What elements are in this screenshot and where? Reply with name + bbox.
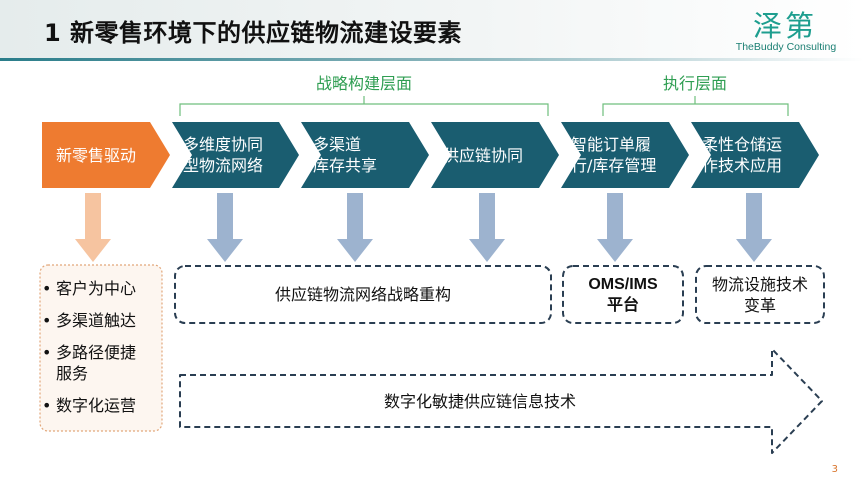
chevron-label-supply-chain: 供应链协同 (443, 145, 524, 165)
execution-layer-label: 执行层面 (662, 74, 727, 93)
driver-item: 数字化运营 (40, 395, 162, 416)
drivers-list: 客户为中心 多渠道触达 多路径便捷 服务 数字化运营 (40, 266, 162, 427)
facility-box-label: 物流设施技术 变革 (711, 274, 808, 315)
digital-arrow-border (179, 348, 823, 454)
chevron-inventory (301, 122, 429, 188)
chevron-label-network: 多维度协同 型物流网络 (183, 135, 264, 175)
strategy-layer-label: 战略构建层面 (315, 74, 412, 93)
chevron-warehouse (691, 122, 819, 188)
logo-english: TheBuddy Consulting (735, 41, 837, 53)
driver-item: 客户为中心 (40, 278, 162, 299)
driver-item: 多路径便捷 服务 (40, 342, 162, 384)
facility-box-border (695, 265, 825, 324)
driver-item: 多渠道触达 (40, 310, 162, 331)
chevron-network (172, 122, 299, 188)
logo-chinese: 泽第 (752, 9, 817, 43)
digital-arrow-label: 数字化敏捷供应链信息技术 (383, 391, 576, 411)
down-arrow-warehouse (736, 193, 772, 262)
down-arrow-order (597, 193, 633, 262)
execution-bracket (602, 103, 789, 116)
chevron-supply-chain (431, 122, 559, 188)
network-box-border (174, 265, 552, 324)
page-title: 1 新零售环境下的供应链物流建设要素 (44, 19, 463, 47)
header-underline (0, 58, 864, 61)
down-arrow-orange (75, 193, 111, 262)
oms-box-label: OMS/IMS 平台 (588, 275, 658, 314)
chevron-order (561, 122, 689, 188)
page-number: 3 (831, 464, 838, 475)
down-arrow-inventory (337, 193, 373, 262)
network-box-label: 供应链物流网络战略重构 (274, 285, 451, 304)
chevron-label-inventory: 多渠道 库存共享 (313, 135, 378, 175)
strategy-bracket (179, 103, 549, 116)
oms-box-border (562, 265, 684, 324)
chevron-label-warehouse: 柔性仓储运 作技术应用 (702, 135, 783, 175)
down-arrow-supply-chain (469, 193, 505, 262)
chevron-label-new-retail: 新零售驱动 (56, 145, 137, 165)
chevron-new-retail (42, 122, 170, 188)
header-bar (0, 0, 864, 60)
down-arrow-network (207, 193, 243, 262)
chevron-label-order: 智能订单履 行/库存管理 (571, 135, 657, 175)
